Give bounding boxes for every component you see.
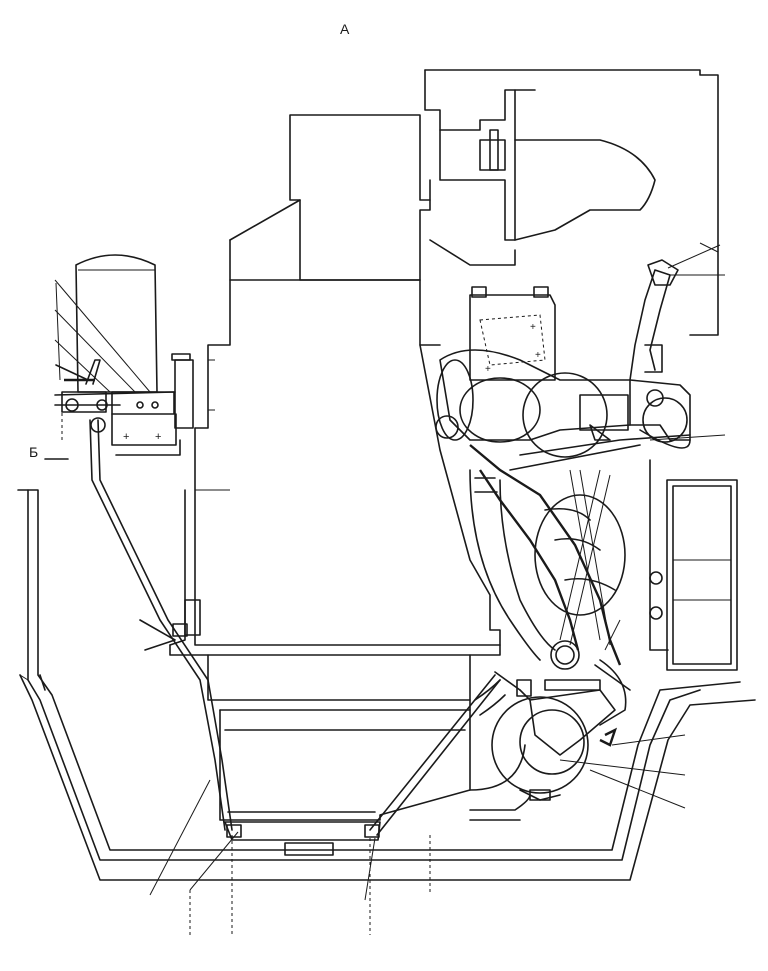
svg-text:+: +: [530, 322, 536, 333]
fuel-filter-assembly: + +: [54, 254, 181, 456]
section-label: Б: [29, 444, 38, 460]
svg-text:+: +: [535, 350, 541, 361]
svg-text:+: +: [485, 364, 491, 375]
radiator-panel: [649, 459, 738, 671]
view-label: А: [340, 21, 350, 37]
svg-text:+: +: [123, 431, 129, 443]
oil-pump-assembly: [469, 659, 631, 821]
intake-assembly: + + +: [424, 69, 719, 458]
leader-lines: [559, 242, 726, 809]
fuel-lines: [89, 419, 521, 838]
svg-text:+: +: [155, 431, 161, 443]
frame: [17, 489, 756, 881]
engine-block: [169, 114, 501, 856]
bottom-dimension-lines: [149, 779, 431, 935]
exhaust-pipe: [469, 434, 691, 670]
